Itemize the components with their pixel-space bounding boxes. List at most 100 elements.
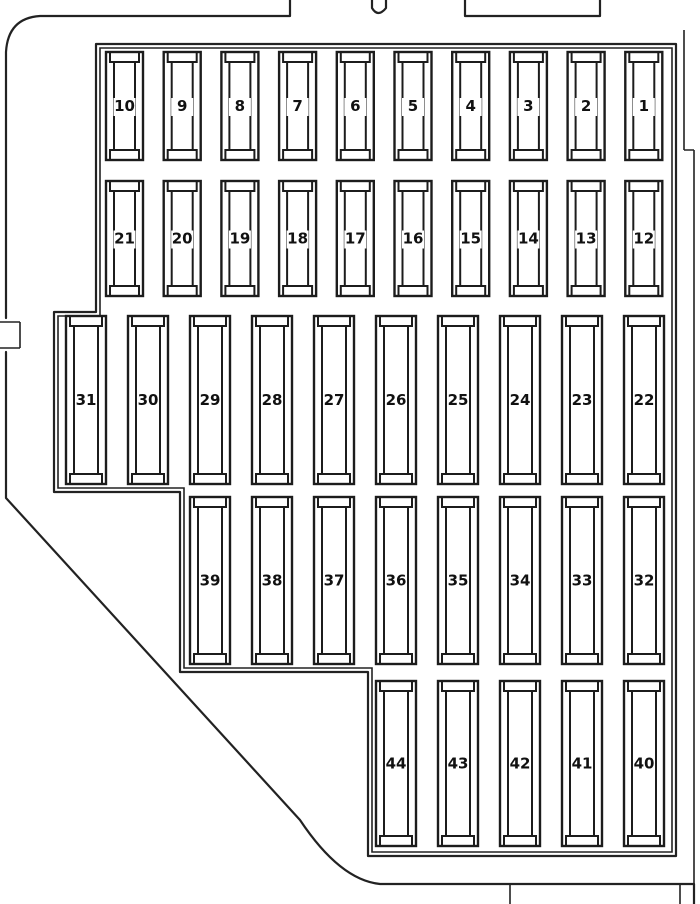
fuse-label-background bbox=[261, 392, 283, 410]
fuse-frame bbox=[220, 179, 260, 298]
fuse-body bbox=[631, 506, 657, 655]
fuse-slot-29: 29 bbox=[188, 314, 232, 486]
fuse-bottom-terminal bbox=[455, 285, 487, 296]
fuse-top-terminal bbox=[109, 52, 140, 63]
fuse-slot-34: 34 bbox=[498, 495, 542, 666]
fuse-body bbox=[569, 325, 595, 475]
fuse-bottom-terminal bbox=[503, 653, 537, 664]
fuse-bottom-terminal bbox=[339, 149, 371, 160]
fuse-frame bbox=[126, 314, 170, 486]
fuse-bottom-terminal bbox=[627, 473, 661, 484]
fuse-number-label: 7 bbox=[292, 97, 302, 115]
fuse-top-terminal bbox=[455, 181, 487, 192]
fuse-top-terminal bbox=[379, 316, 413, 327]
fuse-slot-33: 33 bbox=[560, 495, 604, 666]
fuse-label-background bbox=[633, 755, 655, 774]
fuse-number-label: 34 bbox=[510, 572, 531, 590]
fuse-number-label: 4 bbox=[465, 97, 475, 115]
fuse-frame bbox=[250, 495, 294, 666]
fuse-body bbox=[445, 325, 471, 475]
fuse-bottom-terminal bbox=[628, 285, 660, 296]
fuse-bottom-terminal bbox=[379, 835, 413, 846]
fuse-label-background bbox=[459, 98, 482, 116]
fuse-label-background bbox=[344, 230, 367, 249]
fuse-body bbox=[259, 506, 285, 655]
fuse-frame bbox=[622, 314, 666, 486]
fuse-label-background bbox=[286, 230, 309, 249]
fuse-slot-40: 40 bbox=[622, 679, 666, 848]
fuse-label-background bbox=[509, 392, 531, 410]
fuse-bottom-terminal bbox=[570, 285, 602, 296]
housing-left-stub bbox=[0, 321, 21, 349]
fuse-slot-2: 2 bbox=[566, 50, 606, 162]
fuse-top-terminal bbox=[317, 497, 351, 508]
fuse-number-label: 28 bbox=[262, 391, 283, 409]
fuse-slot-1: 1 bbox=[624, 50, 664, 162]
fuse-label-background bbox=[571, 392, 593, 410]
fuse-number-label: 33 bbox=[572, 572, 593, 590]
fuse-number-label: 10 bbox=[114, 97, 135, 115]
fuse-top-terminal bbox=[339, 52, 371, 63]
fuse-top-terminal bbox=[397, 52, 429, 63]
fuse-frame bbox=[220, 50, 260, 162]
fuse-slot-16: 16 bbox=[393, 179, 433, 298]
fuse-slot-18: 18 bbox=[277, 179, 318, 298]
fuse-frame bbox=[162, 50, 202, 162]
fuse-body bbox=[507, 325, 533, 475]
fuse-bottom-terminal bbox=[565, 473, 599, 484]
fuse-top-terminal bbox=[565, 316, 599, 327]
fuse-label-background bbox=[575, 230, 598, 249]
fuse-top-terminal bbox=[255, 497, 289, 508]
fuse-bottom-terminal bbox=[109, 149, 140, 160]
fuse-slot-42: 42 bbox=[498, 679, 542, 848]
fuse-label-background bbox=[632, 98, 655, 116]
fuse-label-background bbox=[344, 98, 367, 116]
fuse-top-terminal bbox=[224, 52, 256, 63]
fuse-top-terminal bbox=[166, 52, 198, 63]
fuse-label-background bbox=[113, 230, 136, 249]
fuse-top-terminal bbox=[455, 52, 487, 63]
fuse-top-terminal bbox=[503, 316, 537, 327]
fuse-top-terminal bbox=[69, 316, 103, 327]
fuse-top-terminal bbox=[570, 52, 602, 63]
fuse-label-background bbox=[571, 755, 593, 774]
fuse-number-label: 23 bbox=[572, 391, 593, 409]
fuse-label-background bbox=[113, 98, 136, 116]
fuse-bottom-terminal bbox=[224, 149, 256, 160]
fuse-number-label: 41 bbox=[572, 755, 593, 773]
fuse-frame bbox=[436, 495, 480, 666]
fuse-bottom-terminal bbox=[255, 473, 289, 484]
fuse-number-label: 44 bbox=[386, 755, 407, 773]
fuse-top-terminal bbox=[628, 181, 660, 192]
fuse-body bbox=[197, 325, 223, 475]
fuse-frame bbox=[277, 50, 318, 162]
fuse-frame bbox=[64, 314, 108, 486]
fuse-body bbox=[73, 325, 99, 475]
fuse-frame bbox=[451, 179, 491, 298]
fuse-bottom-terminal bbox=[455, 149, 487, 160]
fuse-bottom-terminal bbox=[627, 835, 661, 846]
fuse-body bbox=[383, 506, 409, 655]
fuse-slot-12: 12 bbox=[624, 179, 664, 298]
fuse-bottom-terminal bbox=[193, 473, 227, 484]
fuse-bottom-terminal bbox=[628, 149, 660, 160]
fuse-body bbox=[445, 690, 471, 837]
fuse-slot-24: 24 bbox=[498, 314, 542, 486]
fuse-number-label: 43 bbox=[448, 755, 469, 773]
fuse-label-background bbox=[633, 572, 655, 591]
fuse-panel-inner-outline bbox=[57, 47, 673, 853]
fuse-number-label: 42 bbox=[510, 755, 531, 773]
fuse-top-terminal bbox=[441, 316, 475, 327]
fuse-slot-38: 38 bbox=[250, 495, 294, 666]
fuse-frame bbox=[436, 679, 480, 848]
fuse-label-background bbox=[171, 98, 194, 116]
fuse-label-background bbox=[517, 230, 540, 249]
fuse-frame bbox=[162, 179, 202, 298]
fuse-body bbox=[507, 506, 533, 655]
fuse-number-label: 40 bbox=[634, 755, 655, 773]
fuse-slot-5: 5 bbox=[393, 50, 433, 162]
fuse-label-background bbox=[228, 230, 251, 249]
fuse-frame bbox=[335, 50, 375, 162]
